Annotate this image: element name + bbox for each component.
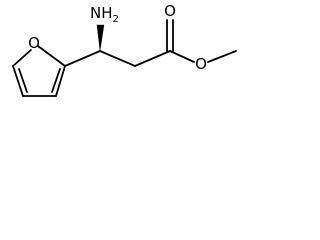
amine-label: NH2	[90, 4, 119, 25]
bond-furan-c2-c3-inner	[51, 68, 61, 93]
bond-carbonyl-ester-o	[169, 50, 195, 63]
wedge-bond-chiral-n	[96, 24, 105, 52]
carbonyl-oxygen-label: O	[164, 2, 176, 20]
bond-furan-c2-c3	[55, 65, 66, 97]
furan-oxygen-label: O	[28, 34, 40, 52]
side-chain	[64, 19, 237, 67]
amine-subscript: 2	[113, 14, 119, 25]
furan-ring	[12, 45, 66, 97]
bond-furan-o-c2	[37, 45, 66, 67]
bond-furan-c4-c5-inner	[18, 68, 28, 93]
ester-oxygen-label: O	[195, 55, 207, 73]
bond-chiral-ch2	[99, 50, 136, 67]
bond-ester-o-methyl	[207, 50, 237, 63]
structure-diagram: NH2 O O O	[12, 2, 237, 97]
bond-ch2-carbonyl	[134, 50, 171, 67]
bond-furan-c2-chiral	[64, 50, 101, 67]
bond-furan-c5-o	[12, 49, 32, 67]
amine-symbol: NH	[90, 4, 113, 22]
bond-furan-c4-c5	[12, 65, 24, 97]
